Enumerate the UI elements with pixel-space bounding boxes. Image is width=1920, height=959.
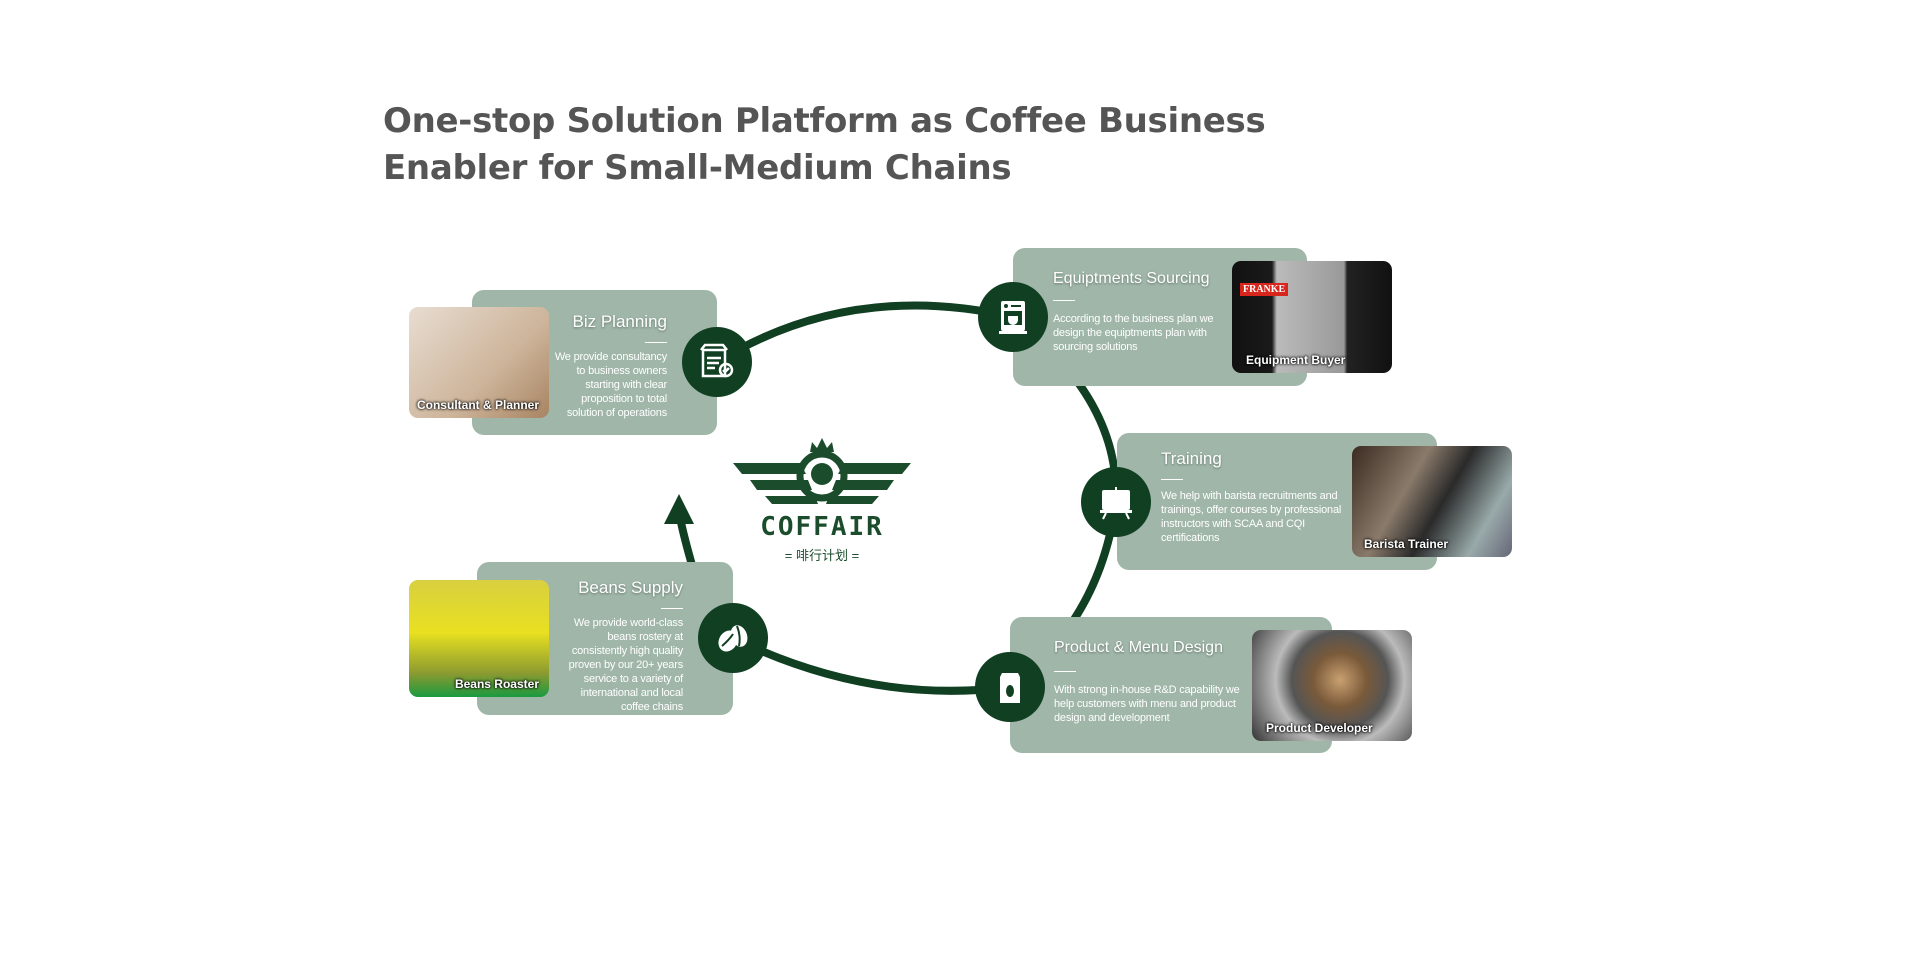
card-beans-supply: Beans Supply We provide world-class bean…: [477, 562, 733, 715]
logo-name: COFFAIR: [760, 512, 884, 542]
coffee-machine-icon: [978, 282, 1048, 352]
photo-roaster: Beans Roaster: [409, 580, 549, 697]
photo-barista: Barista Trainer: [1352, 446, 1512, 557]
checklist-icon: [682, 327, 752, 397]
logo-wings: [733, 438, 911, 504]
coffee-beans-icon: [698, 603, 768, 673]
photo-espresso: Product Developer: [1252, 630, 1412, 741]
presentation-board-icon: [1081, 467, 1151, 537]
logo-subtitle: = 啡行计划 =: [784, 548, 860, 563]
coffee-bag-icon: [975, 652, 1045, 722]
photo-consultant: Consultant & Planner: [409, 307, 549, 418]
arrow-head: [664, 494, 694, 524]
page-title: One-stop Solution Platform as Coffee Bus…: [383, 101, 1266, 188]
photo-equipment: FRANKE Equipment Buyer: [1232, 261, 1392, 373]
